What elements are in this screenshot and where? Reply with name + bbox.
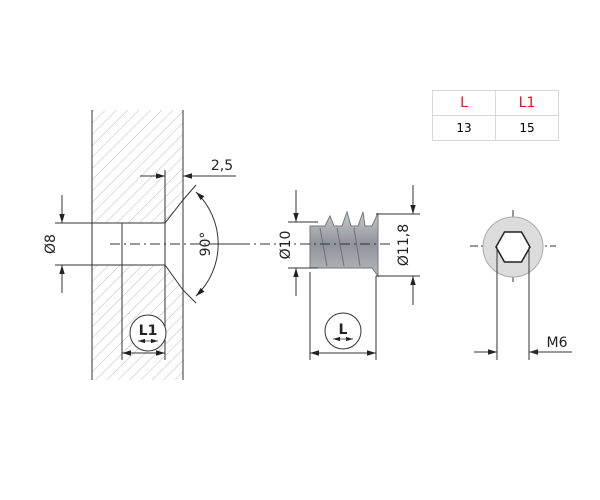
countersink-depth-label: 2,5 <box>211 158 233 174</box>
dimension-table: L L1 13 15 <box>432 90 559 141</box>
hex-socket-icon <box>495 231 531 263</box>
length-dimension <box>309 272 377 360</box>
thread-label: M6 <box>547 335 568 351</box>
outer-diameter-label: Ø11,8 <box>396 224 412 266</box>
outer-diameter-dimension <box>376 185 420 305</box>
threaded-insert <box>220 210 390 278</box>
inner-diameter-dimension <box>288 190 318 296</box>
length-label: L <box>339 322 348 338</box>
table-header-l1: L1 <box>495 90 559 116</box>
insert-end-view <box>470 210 572 360</box>
countersink-angle-label: 90° <box>198 232 214 257</box>
hole-length-dimension <box>122 265 167 360</box>
inner-diameter-label: Ø10 <box>278 231 294 260</box>
table-header-l: L <box>432 90 496 116</box>
table-cell-l1: 15 <box>495 115 559 141</box>
hole-diameter-label: Ø8 <box>43 234 59 254</box>
table-header-row: L L1 <box>432 90 559 116</box>
hole-length-label: L1 <box>139 323 158 339</box>
table-row: 13 15 <box>432 115 559 141</box>
hole-diameter-dimension <box>55 195 92 293</box>
table-cell-l: 13 <box>432 115 496 141</box>
countersink-angle-dimension <box>182 184 219 304</box>
wall-section <box>91 110 250 380</box>
